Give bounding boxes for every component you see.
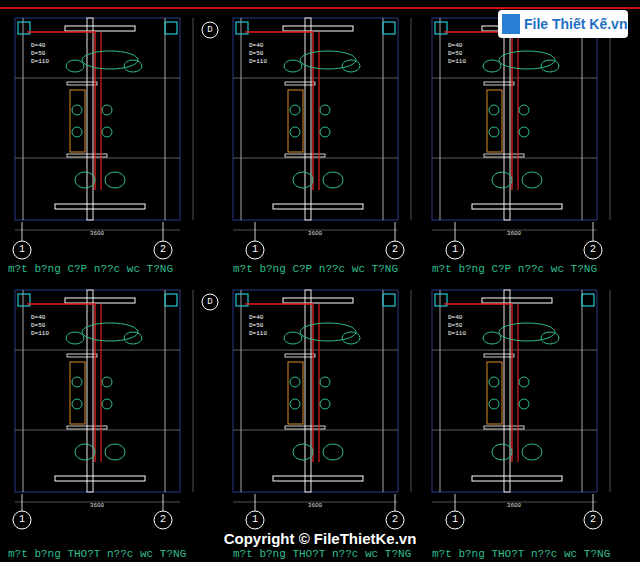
- pipe-size-note: D=40: [31, 42, 45, 49]
- axis-label: D: [207, 25, 212, 36]
- axis-label: 2: [160, 514, 166, 526]
- watermark: File Thiết Kế.vn: [524, 16, 627, 32]
- plan-caption: m?t b?ng C?P n??c wc T?NG: [8, 263, 173, 275]
- pipe-size-note: D=110: [448, 330, 466, 337]
- axis-label: 2: [160, 244, 166, 256]
- axis-label: 2: [392, 514, 398, 526]
- axis-label: 2: [590, 514, 596, 526]
- dimension: 3600: [507, 502, 521, 510]
- axis-label: 1: [452, 244, 458, 256]
- axis-label: 1: [452, 514, 458, 526]
- axis-label: 1: [252, 514, 258, 526]
- pipe-size-note: D=50: [249, 50, 263, 57]
- dimension: 3600: [90, 502, 104, 510]
- pipe-size-note: D=50: [31, 322, 45, 329]
- pipe-size-note: D=50: [249, 322, 263, 329]
- pipe-size-note: D=50: [31, 50, 45, 57]
- plan-caption: m?t b?ng THO?T n??c wc T?NG: [432, 548, 610, 560]
- pipe-size-note: D=110: [31, 330, 49, 337]
- pipe-size-note: D=40: [448, 314, 462, 321]
- axis-label: 1: [19, 514, 25, 526]
- axis-label: D: [207, 297, 212, 308]
- dimension: 3600: [308, 230, 322, 238]
- pipe-size-note: D=110: [448, 58, 466, 65]
- axis-label: 2: [590, 244, 596, 256]
- pipe-size-note: D=110: [249, 330, 267, 337]
- watermark: Copyright © FileThietKe.vn: [224, 531, 417, 547]
- plan-caption: m?t b?ng C?P n??c wc T?NG: [432, 263, 597, 275]
- axis-label: 1: [252, 244, 258, 256]
- plan-caption: m?t b?ng THO?T n??c wc T?NG: [233, 548, 411, 560]
- axis-label: 2: [392, 244, 398, 256]
- pipe-size-note: D=50: [448, 322, 462, 329]
- pipe-size-note: D=110: [31, 58, 49, 65]
- pipe-size-note: D=110: [249, 58, 267, 65]
- axis-label: 1: [19, 244, 25, 256]
- pipe-size-note: D=40: [31, 314, 45, 321]
- pipe-size-note: D=40: [249, 314, 263, 321]
- pipe-size-note: D=40: [448, 42, 462, 49]
- pipe-size-note: D=40: [249, 42, 263, 49]
- plan-caption: m?t b?ng C?P n??c wc T?NG: [233, 263, 398, 275]
- pipe-size-note: D=50: [448, 50, 462, 57]
- dimension: 3600: [90, 230, 104, 238]
- plan-caption: m?t b?ng THO?T n??c wc T?NG: [8, 548, 186, 560]
- dimension: 3600: [308, 502, 322, 510]
- dimension: 3600: [507, 230, 521, 238]
